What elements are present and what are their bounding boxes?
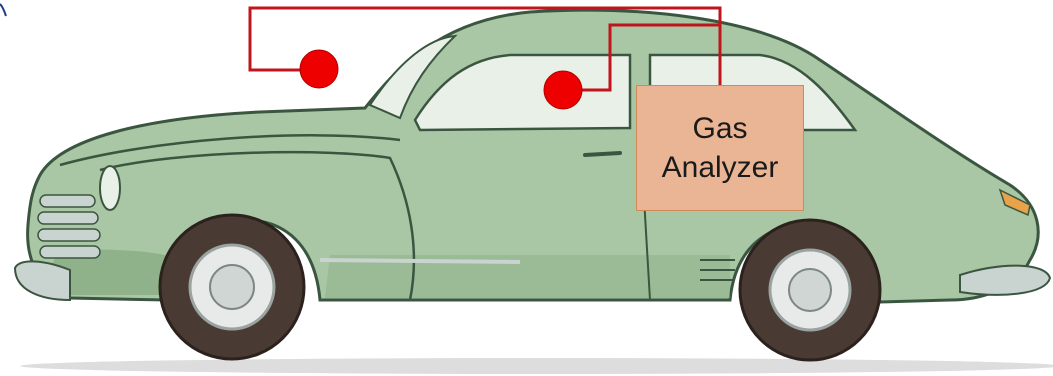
analyzer-label-line2: Analyzer	[662, 148, 779, 187]
gas-analyzer-box: Gas Analyzer	[636, 85, 804, 211]
front-bumper	[15, 261, 70, 300]
corner-arc	[0, 4, 6, 16]
front-wheel	[160, 215, 304, 359]
side-chrome-strip	[320, 260, 520, 262]
sample-point-icon	[300, 50, 338, 88]
sample-point-icon	[544, 71, 582, 109]
rear-wheel	[740, 220, 880, 360]
car-illustration	[15, 10, 1050, 360]
door-handle	[585, 153, 620, 155]
headlight	[100, 166, 120, 210]
ground-shadow	[20, 358, 1053, 374]
analyzer-label-line1: Gas	[692, 109, 747, 148]
